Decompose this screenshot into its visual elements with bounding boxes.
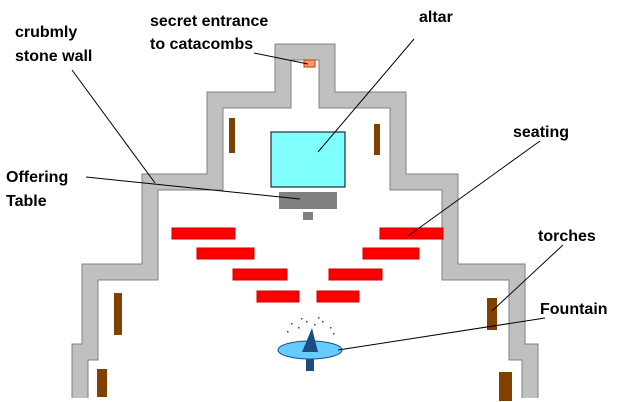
label-seating: seating (513, 124, 569, 141)
seat (171, 227, 236, 240)
torch (114, 293, 122, 335)
label-offering-table-line1: Offering (6, 169, 68, 186)
fountain-stem (306, 355, 314, 371)
torch (97, 369, 107, 397)
seat (328, 268, 383, 281)
offering-table (279, 192, 337, 209)
label-offering-table-line2: Table (6, 193, 47, 210)
torch (229, 118, 235, 153)
leader-crumbly-wall (71, 69, 156, 184)
leader-secret-entrance (253, 52, 309, 65)
leader-offering-table (85, 176, 301, 200)
torch (487, 298, 497, 330)
label-secret-entrance-line1: secret entrance (150, 13, 268, 30)
seat (256, 290, 300, 303)
altar (270, 131, 346, 188)
label-crumbly-wall-line1: crubmly (15, 24, 77, 41)
leader-fountain (337, 317, 546, 351)
seat (196, 247, 255, 260)
crumbly-stone-wall-fill (72, 44, 538, 398)
label-crumbly-wall-line2: stone wall (15, 48, 92, 65)
leader-seating (407, 140, 541, 237)
leader-altar (317, 38, 415, 153)
torch (374, 124, 380, 155)
seat (232, 268, 288, 281)
offering-table-leg (303, 212, 313, 220)
fountain-spray (287, 317, 335, 335)
leader-torches (491, 244, 564, 312)
fountain-spout (302, 328, 318, 352)
fountain (277, 317, 343, 371)
torch (499, 372, 512, 401)
label-fountain: Fountain (540, 301, 608, 318)
label-altar: altar (419, 9, 453, 26)
label-secret-entrance-line2: to catacombs (150, 36, 253, 53)
seat (362, 247, 420, 260)
seat (316, 290, 360, 303)
label-torches: torches (538, 228, 596, 245)
